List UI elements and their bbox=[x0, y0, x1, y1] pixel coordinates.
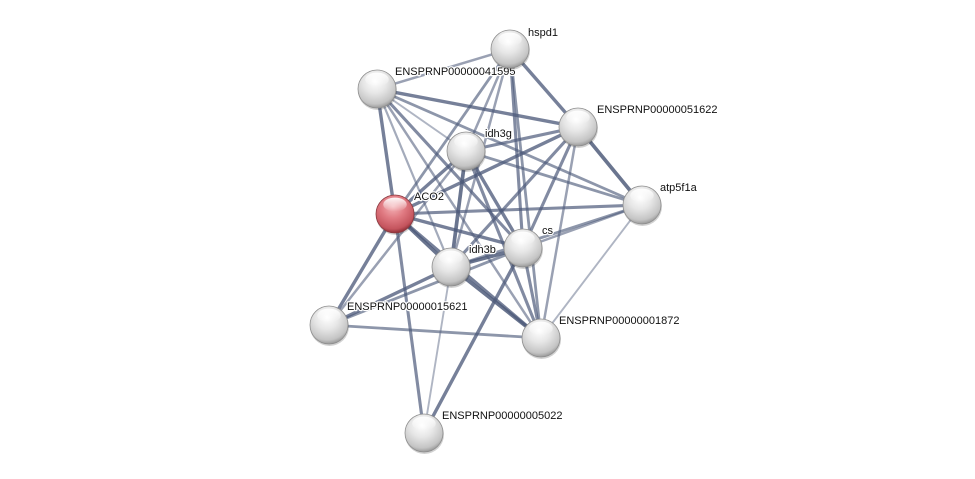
edge-n41-cs[interactable] bbox=[375, 87, 525, 250]
node-highlight bbox=[529, 321, 553, 336]
node-highlight bbox=[383, 197, 407, 212]
edge-idh3b-n15621[interactable] bbox=[327, 265, 453, 327]
node-atp5f1a[interactable] bbox=[622, 185, 662, 226]
edge-cs-n15621[interactable] bbox=[327, 246, 525, 327]
node-label-cs: cs bbox=[542, 225, 554, 237]
node-n51622[interactable] bbox=[558, 107, 598, 148]
edge-n51622-aco2[interactable] bbox=[393, 125, 580, 216]
node-n15621[interactable] bbox=[309, 305, 349, 346]
edge-idh3b-n5022[interactable] bbox=[423, 266, 452, 434]
edge-n41-atp5f1a[interactable] bbox=[375, 87, 644, 207]
node-label-atp5f1a: atp5f1a bbox=[660, 182, 698, 194]
edge-hspd1-aco2[interactable] bbox=[393, 47, 512, 216]
edge-n41-aco2[interactable] bbox=[375, 87, 397, 216]
node-highlight bbox=[566, 110, 590, 125]
node-label-n15621: ENSPRNP00000015621 bbox=[347, 301, 467, 313]
node-highlight bbox=[317, 308, 341, 323]
node-highlight bbox=[412, 416, 436, 431]
edge-atp5f1a-idh3b[interactable] bbox=[449, 203, 644, 269]
labels-layer: ENSPRNP00000041595 hspd1ENSPRNP0000005162… bbox=[346, 26, 719, 424]
node-idh3b[interactable] bbox=[431, 247, 471, 288]
node-n5022[interactable] bbox=[404, 413, 444, 454]
edge-idh3g-atp5f1a[interactable] bbox=[464, 149, 644, 207]
node-label-n1872: ENSPRNP00000001872 bbox=[559, 315, 679, 327]
node-n41[interactable] bbox=[357, 69, 397, 110]
node-highlight bbox=[365, 72, 389, 87]
node-label-aco2: ACO2 bbox=[414, 191, 444, 203]
edge-n15621-n1872[interactable] bbox=[327, 323, 543, 340]
node-label-n51622: ENSPRNP00000051622 bbox=[597, 104, 717, 116]
node-highlight bbox=[454, 134, 478, 149]
edge-n51622-cs[interactable] bbox=[521, 125, 580, 250]
node-aco2[interactable] bbox=[375, 194, 415, 235]
edge-aco2-n15621[interactable] bbox=[327, 212, 397, 327]
node-label-idh3g: idh3g bbox=[485, 128, 512, 140]
node-highlight bbox=[498, 32, 522, 47]
edge-n41-hspd1[interactable] bbox=[375, 47, 512, 91]
node-label-n41: ENSPRNP00000041595 bbox=[395, 66, 515, 78]
node-circles-layer bbox=[309, 29, 662, 454]
node-cs[interactable] bbox=[503, 228, 543, 269]
node-n1872[interactable] bbox=[521, 318, 561, 359]
node-label-n5022: ENSPRNP00000005022 bbox=[442, 410, 562, 422]
edge-aco2-atp5f1a[interactable] bbox=[393, 203, 644, 216]
edge-n51622-idh3b[interactable] bbox=[449, 125, 580, 269]
edge-n41-idh3b[interactable] bbox=[375, 87, 453, 269]
edge-aco2-cs[interactable] bbox=[393, 212, 525, 250]
node-highlight bbox=[630, 188, 654, 203]
node-label-hspd1: hspd1 bbox=[528, 27, 558, 39]
edge-n41-n51622[interactable] bbox=[375, 87, 580, 129]
node-hspd1[interactable] bbox=[490, 29, 530, 70]
edge-hspd1-n1872[interactable] bbox=[508, 47, 543, 340]
node-label-idh3b: idh3b bbox=[469, 244, 496, 256]
edge-idh3g-idh3b[interactable] bbox=[449, 149, 468, 269]
edge-aco2-n5022[interactable] bbox=[393, 212, 426, 435]
edge-atp5f1a-n1872[interactable] bbox=[540, 204, 643, 339]
node-idh3g[interactable] bbox=[446, 131, 486, 172]
edge-cs-n5022[interactable] bbox=[422, 246, 525, 435]
nodes-layer: ENSPRNP00000041595 hspd1ENSPRNP0000005162… bbox=[309, 26, 719, 454]
node-highlight bbox=[511, 231, 535, 246]
node-highlight bbox=[439, 250, 463, 265]
